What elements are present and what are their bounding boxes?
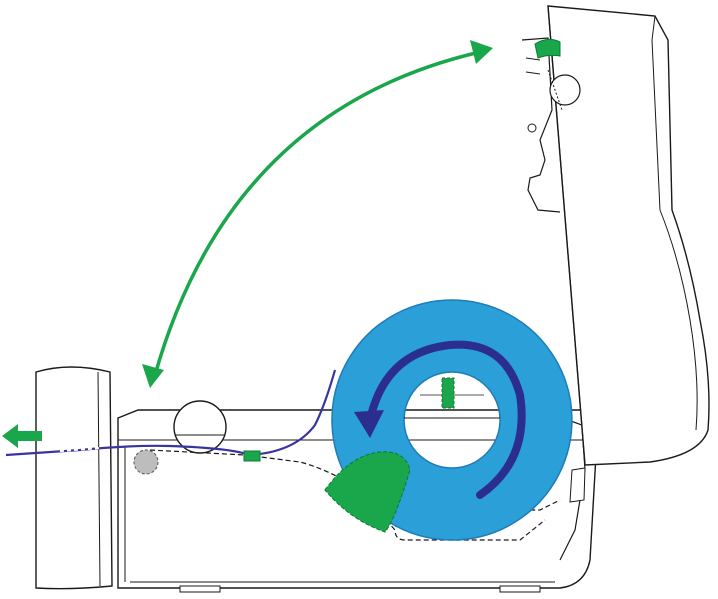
- dashed-media-path: [149, 449, 561, 541]
- open-close-arrow-icon: [153, 50, 481, 376]
- open-close-arrowhead-top: [470, 40, 493, 64]
- feed-direction-arrow-icon: [2, 424, 42, 448]
- rotation-arrow-icon: [366, 340, 526, 499]
- gray-roller: [133, 449, 159, 475]
- media-guide-green: [324, 451, 411, 533]
- foot-left: [179, 585, 221, 593]
- top-cover-open: [521, 5, 710, 466]
- front-cover-panel: [35, 366, 113, 590]
- spindle-guide: [441, 377, 455, 409]
- head-release-green: [534, 38, 561, 59]
- rotation-arrowhead: [354, 410, 384, 438]
- media-clip-green: [243, 450, 261, 462]
- open-close-arrowhead-bottom: [142, 364, 164, 388]
- platen-roller: [173, 400, 227, 454]
- foot-right: [499, 585, 541, 593]
